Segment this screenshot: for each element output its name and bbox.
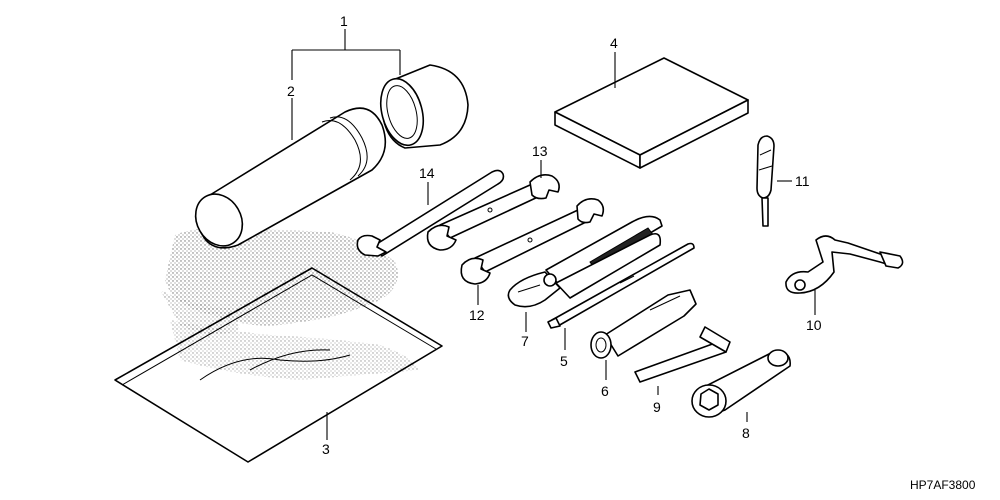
leader-lines bbox=[291, 29, 816, 440]
callout-5: 5 bbox=[560, 353, 568, 369]
diagram-code: HP7AF3800 bbox=[910, 478, 976, 492]
callout-3: 3 bbox=[322, 441, 330, 457]
part-10-spanner bbox=[785, 235, 904, 294]
callout-10: 10 bbox=[806, 317, 822, 333]
callout-14: 14 bbox=[419, 165, 435, 181]
part-3-tool-bag bbox=[114, 227, 443, 463]
callout-13: 13 bbox=[532, 143, 548, 159]
callout-1: 1 bbox=[340, 13, 348, 29]
part-5-screwdriver bbox=[547, 242, 695, 329]
part-8-box-wrench bbox=[691, 349, 791, 418]
part-11-small-screwdriver bbox=[756, 135, 775, 227]
part-9-hex-key bbox=[634, 326, 731, 383]
part-2-tool-case bbox=[194, 107, 387, 249]
part-12-wrench bbox=[460, 198, 605, 285]
callout-2: 2 bbox=[287, 83, 295, 99]
part-14-wrench bbox=[356, 169, 505, 257]
callout-11: 11 bbox=[795, 173, 810, 189]
callout-6: 6 bbox=[601, 383, 609, 399]
callouts: 1 2 3 4 5 6 7 8 9 10 11 12 13 14 bbox=[287, 13, 822, 457]
part-1-case-cap bbox=[379, 64, 469, 149]
callout-9: 9 bbox=[653, 399, 661, 415]
callout-7: 7 bbox=[521, 333, 529, 349]
part-13-wrench bbox=[426, 174, 560, 251]
callout-4: 4 bbox=[610, 35, 618, 51]
part-6-handle bbox=[590, 289, 697, 359]
part-7-pliers bbox=[507, 215, 663, 308]
callout-8: 8 bbox=[742, 425, 750, 441]
part-4-manual bbox=[554, 57, 749, 169]
callout-12: 12 bbox=[469, 307, 485, 323]
